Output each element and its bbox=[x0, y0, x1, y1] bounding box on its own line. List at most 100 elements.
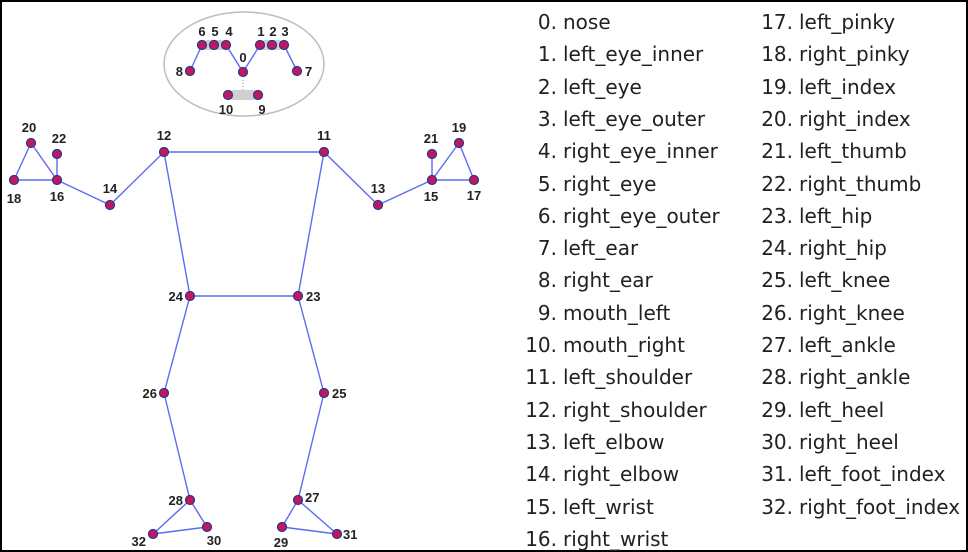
bone-30-32 bbox=[152, 526, 208, 535]
legend-name: right_wrist bbox=[563, 526, 669, 551]
mouth-shape bbox=[228, 90, 258, 100]
legend-index: 13. bbox=[525, 429, 557, 454]
joint-left-hip bbox=[292, 290, 304, 302]
legend-item-mouth-right: 10.mouth_right bbox=[519, 333, 685, 357]
legend-item-left-shoulder: 11.left_shoulder bbox=[519, 365, 692, 389]
legend-item-right-eye-inner: 4.right_eye_inner bbox=[519, 139, 718, 163]
joint-left-pinky bbox=[468, 174, 480, 186]
bone-18-20 bbox=[13, 142, 32, 181]
joint-label-21: 21 bbox=[424, 131, 438, 146]
legend-index: 2. bbox=[537, 74, 557, 99]
legend-name: left_knee bbox=[799, 268, 891, 293]
legend-item-left-index: 19.left_index bbox=[753, 75, 896, 99]
joint-label-4: 4 bbox=[225, 24, 233, 39]
joint-right-ankle bbox=[184, 494, 196, 506]
legend-item-left-pinky: 17.left_pinky bbox=[753, 10, 895, 34]
legend-index: 24. bbox=[761, 236, 793, 261]
legend-index: 5. bbox=[537, 171, 557, 196]
joint-label-11: 11 bbox=[317, 128, 331, 143]
legend-index: 27. bbox=[761, 333, 793, 357]
legend-name: right_knee bbox=[799, 300, 905, 325]
bone-13-15 bbox=[377, 179, 433, 206]
bone-25-27 bbox=[297, 392, 325, 501]
legend-name: left_ankle bbox=[799, 333, 896, 357]
legend-item-left-thumb: 21.left_thumb bbox=[753, 139, 907, 163]
legend-item-right-thumb: 22.right_thumb bbox=[753, 172, 921, 196]
joint-label-24: 24 bbox=[169, 289, 184, 304]
legend-item-right-eye-outer: 6.right_eye_outer bbox=[519, 204, 720, 228]
joint-label-20: 20 bbox=[22, 120, 36, 135]
joint-left-ankle bbox=[292, 494, 304, 506]
legend-index: 12. bbox=[525, 397, 557, 422]
joint-label-19: 19 bbox=[452, 120, 466, 135]
legend-name: left_thumb bbox=[799, 139, 907, 164]
bone-23-25 bbox=[297, 295, 325, 394]
legend-item-right-foot-index: 32.right_foot_index bbox=[753, 495, 960, 519]
legend-index: 7. bbox=[537, 236, 557, 261]
legend-name: right_heel bbox=[799, 429, 899, 454]
legend-name: right_foot_index bbox=[799, 494, 961, 519]
legend-item-nose: 0.nose bbox=[519, 10, 611, 34]
joint-right-eye bbox=[208, 39, 220, 51]
joint-mouth-right bbox=[222, 89, 234, 101]
legend-name: left_pinky bbox=[799, 10, 896, 34]
bone-11-23 bbox=[297, 151, 325, 297]
legend-item-right-ear: 8.right_ear bbox=[519, 268, 653, 292]
joint-label-13: 13 bbox=[371, 181, 385, 196]
joint-left-index bbox=[453, 137, 465, 149]
bone-14-16 bbox=[56, 179, 111, 206]
joint-label-18: 18 bbox=[7, 191, 21, 206]
legend-index: 16. bbox=[525, 526, 557, 551]
legend-item-left-wrist: 15.left_wrist bbox=[519, 495, 654, 519]
joint-label-17: 17 bbox=[467, 188, 481, 203]
joint-label-12: 12 bbox=[157, 128, 171, 143]
joint-label-3: 3 bbox=[281, 24, 288, 39]
joint-label-15: 15 bbox=[424, 189, 438, 204]
legend-name: left_shoulder bbox=[563, 365, 693, 390]
legend-item-right-ankle: 28.right_ankle bbox=[753, 365, 910, 389]
joint-label-30: 30 bbox=[207, 533, 221, 548]
joint-right-thumb bbox=[51, 148, 63, 160]
legend-item-right-heel: 30.right_heel bbox=[753, 430, 899, 454]
legend-index: 11. bbox=[525, 365, 557, 390]
bone-28-30 bbox=[189, 499, 208, 528]
bone-27-31 bbox=[297, 499, 338, 535]
legend-name: left_hip bbox=[799, 203, 873, 228]
joint-left-elbow bbox=[372, 199, 384, 211]
legend-index: 17. bbox=[761, 10, 793, 34]
legend-index: 30. bbox=[761, 429, 793, 454]
legend-index: 28. bbox=[761, 365, 793, 390]
joint-label-22: 22 bbox=[52, 131, 66, 146]
bone-29-31 bbox=[281, 526, 338, 535]
legend-name: right_index bbox=[799, 106, 911, 131]
bone-11-13 bbox=[323, 151, 379, 206]
legend-index: 23. bbox=[761, 203, 793, 228]
legend-index: 25. bbox=[761, 268, 793, 293]
joint-mouth-left bbox=[252, 89, 264, 101]
legend-item-left-heel: 29.left_heel bbox=[753, 398, 884, 422]
legend-name: left_index bbox=[799, 74, 897, 99]
legend-name: right_eye_outer bbox=[563, 203, 720, 228]
joint-label-10: 10 bbox=[219, 102, 233, 117]
joint-left-eye-inner bbox=[254, 39, 266, 51]
joint-right-eye-inner bbox=[220, 39, 232, 51]
legend-name: left_eye bbox=[563, 74, 642, 99]
legend-item-left-elbow: 13.left_elbow bbox=[519, 429, 665, 454]
joint-left-heel bbox=[276, 521, 288, 533]
legend-index: 10. bbox=[525, 333, 557, 357]
joint-label-1: 1 bbox=[257, 24, 264, 39]
joint-label-8: 8 bbox=[176, 64, 183, 79]
joint-right-elbow bbox=[104, 199, 116, 211]
joint-right-shoulder bbox=[158, 146, 170, 158]
legend-index: 29. bbox=[761, 397, 793, 422]
legend-item-right-wrist: 16.right_wrist bbox=[519, 527, 668, 551]
legend-name: left_elbow bbox=[563, 429, 665, 454]
bone-12-24 bbox=[163, 151, 191, 297]
joint-label-7: 7 bbox=[305, 64, 312, 79]
joint-label-23: 23 bbox=[306, 289, 320, 304]
legend-name: left_wrist bbox=[563, 494, 654, 519]
legend-index: 21. bbox=[761, 139, 793, 164]
joint-label-14: 14 bbox=[103, 181, 118, 196]
